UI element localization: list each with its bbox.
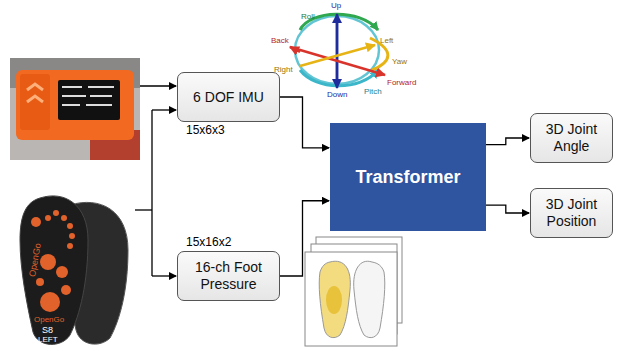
annotation-label: Down bbox=[327, 91, 347, 100]
flow-arrow bbox=[486, 205, 529, 213]
annotation-label: 15x6x3 bbox=[186, 124, 225, 137]
annotation-label: Pitch bbox=[364, 88, 382, 97]
annotation-label: Back bbox=[271, 37, 289, 46]
model-box: Transformer bbox=[330, 123, 486, 231]
flow-arrow bbox=[280, 97, 329, 148]
annotation-label: Right bbox=[274, 66, 293, 75]
annotation-label: LEFT bbox=[38, 336, 58, 345]
flow-arrow bbox=[280, 201, 329, 276]
annotation-label: S8 bbox=[42, 326, 53, 336]
annotation-label: Forward bbox=[387, 79, 416, 88]
box-text: 3D Joint Position bbox=[537, 196, 606, 230]
box-text: 6 DOF IMU bbox=[193, 89, 264, 106]
flow-arrow bbox=[486, 138, 529, 145]
annotation-label: Roll bbox=[301, 13, 315, 22]
annotation-label: Yaw bbox=[392, 58, 407, 67]
process-box: 3D Joint Position bbox=[530, 188, 613, 238]
annotation-label: Up bbox=[331, 2, 341, 11]
process-box: 6 DOF IMU bbox=[177, 72, 280, 122]
process-box: 16-ch Foot Pressure bbox=[177, 251, 280, 301]
annotation-label: Left bbox=[380, 37, 393, 46]
box-text: 16-ch Foot Pressure bbox=[184, 259, 273, 293]
process-box: 3D Joint Angle bbox=[530, 113, 613, 163]
annotation-label: OpenGo bbox=[34, 316, 64, 325]
box-text: Transformer bbox=[355, 167, 460, 188]
box-text: 3D Joint Angle bbox=[537, 121, 606, 155]
annotation-label: 15x16x2 bbox=[186, 236, 231, 249]
